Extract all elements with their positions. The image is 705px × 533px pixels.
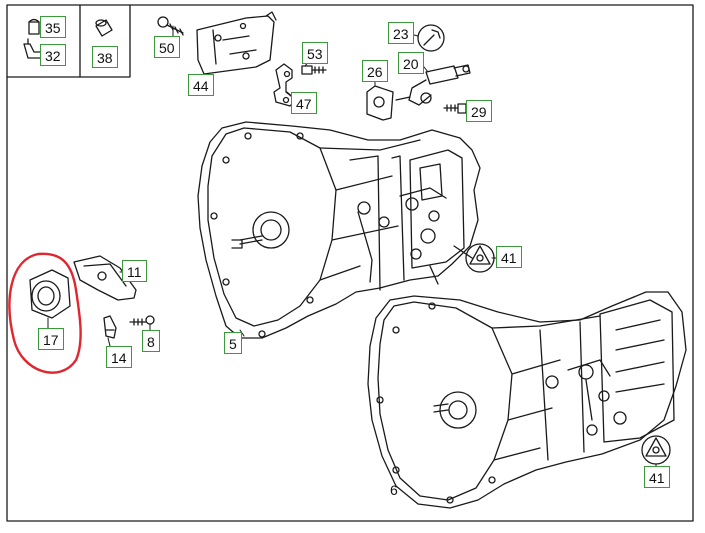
slave-cylinder-20-part	[395, 64, 471, 106]
upper-transmission-drawing	[197, 121, 481, 339]
highlight-circle	[8, 252, 82, 374]
callout-41-lower: 41	[644, 466, 670, 488]
flange-41-upper-part	[465, 243, 495, 273]
callout-38: 38	[92, 46, 118, 68]
callout-23: 23	[388, 22, 414, 44]
bolt-8-part	[129, 315, 155, 326]
callout-20: 20	[398, 52, 424, 74]
callout-44: 44	[188, 74, 214, 96]
flange-41-lower-part	[641, 435, 671, 465]
lower-transmission-drawing	[367, 291, 687, 509]
clip-14-part	[103, 315, 117, 339]
callout-11: 11	[122, 260, 147, 282]
release-fork-11-part	[73, 255, 137, 301]
callout-35: 35	[40, 16, 66, 38]
callout-26: 26	[362, 60, 388, 82]
clip-35-part	[28, 18, 40, 35]
bushing-38-part	[95, 19, 113, 37]
callout-50: 50	[154, 36, 180, 58]
label-6: 6	[390, 482, 398, 498]
callout-14: 14	[106, 346, 132, 368]
bolt-50-part	[157, 16, 184, 36]
tool-23-symbol	[417, 24, 445, 52]
callout-8: 8	[142, 330, 160, 352]
diagram-frame	[6, 4, 694, 522]
release-bearing-17-part	[29, 269, 71, 319]
screw-29-part	[443, 103, 467, 114]
small-parts-box	[6, 4, 131, 78]
gasket-26-part	[366, 85, 394, 121]
callout-53: 53	[302, 42, 328, 64]
callout-29: 29	[466, 100, 492, 122]
plate-44-part	[196, 11, 277, 75]
callout-41-upper: 41	[496, 246, 522, 268]
callout-32: 32	[40, 44, 66, 66]
callout-17: 17	[38, 328, 64, 350]
leader-lines	[47, 25, 657, 467]
callout-5: 5	[224, 332, 242, 354]
screw-53-part	[301, 65, 327, 75]
callout-47: 47	[291, 92, 317, 114]
